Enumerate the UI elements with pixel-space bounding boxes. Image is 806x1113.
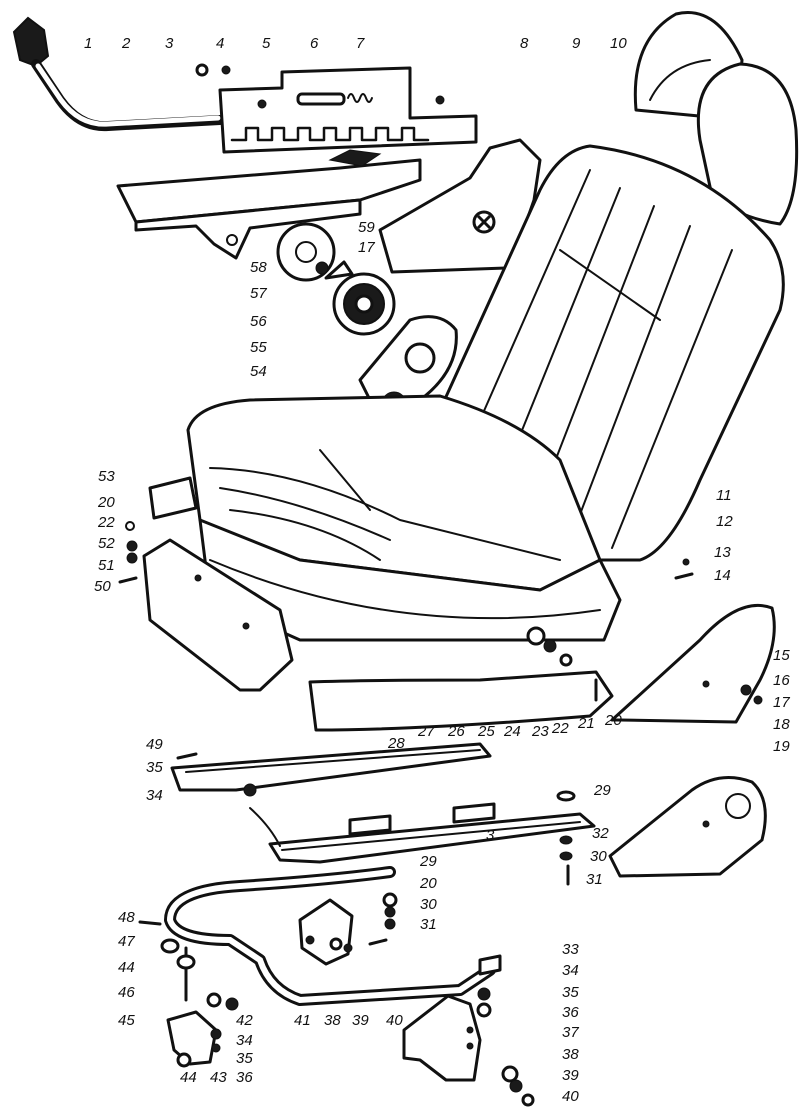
callout-39: 39: [352, 1012, 369, 1029]
callout-15: 15: [773, 647, 790, 664]
callout-38: 38: [562, 1046, 579, 1063]
callout-28: 28: [387, 735, 405, 752]
callout-9: 9: [572, 35, 581, 52]
recliner-mechanism: [276, 222, 458, 422]
ratchet-plate: [195, 63, 478, 154]
callout-42: 42: [236, 1012, 253, 1029]
callout-10: 10: [610, 35, 627, 52]
callout-47: 47: [118, 933, 135, 950]
callout-27: 27: [417, 723, 435, 740]
callout-30: 30: [420, 896, 437, 913]
callout-5: 5: [262, 35, 271, 52]
callout-56: 56: [250, 313, 267, 330]
base-frame: [138, 866, 535, 1107]
callout-17: 17: [358, 239, 375, 256]
callout-38: 38: [324, 1012, 341, 1029]
slide-rails: [170, 742, 596, 886]
callout-40: 40: [562, 1088, 579, 1105]
callout-3: 3: [486, 827, 495, 844]
callout-20: 20: [97, 494, 115, 511]
callout-12: 12: [716, 513, 733, 530]
seat-cushion: [186, 394, 622, 642]
callout-20: 20: [604, 712, 622, 729]
headrest: [633, 11, 799, 226]
callout-32: 32: [592, 825, 609, 842]
callout-46: 46: [118, 984, 135, 1001]
callout-50: 50: [94, 578, 111, 595]
adjustment-lever: [12, 16, 225, 132]
callout-49: 49: [146, 736, 163, 753]
callout-20: 20: [419, 875, 437, 892]
callout-3: 3: [165, 35, 174, 52]
callout-34: 34: [562, 962, 579, 979]
callout-29: 29: [593, 782, 611, 799]
callout-51: 51: [98, 557, 115, 574]
callout-33: 33: [562, 941, 579, 958]
callout-36: 36: [562, 1004, 579, 1021]
callout-34: 34: [236, 1032, 253, 1049]
callout-7: 7: [356, 35, 365, 52]
callout-23: 23: [531, 723, 549, 740]
callout-52: 52: [98, 535, 115, 552]
callout-17: 17: [773, 694, 790, 711]
callout-36: 36: [236, 1069, 253, 1086]
callout-11: 11: [716, 487, 732, 504]
callout-37: 37: [562, 1024, 579, 1041]
callout-24: 24: [503, 723, 521, 740]
callout-59: 59: [358, 219, 375, 236]
callout-40: 40: [386, 1012, 403, 1029]
callout-58: 58: [250, 259, 267, 276]
callout-4: 4: [216, 35, 224, 52]
callout-6: 6: [310, 35, 319, 52]
callout-35: 35: [146, 759, 163, 776]
callout-41: 41: [294, 1012, 311, 1029]
callout-34: 34: [146, 787, 163, 804]
callout-48: 48: [118, 909, 135, 926]
callout-19: 19: [773, 738, 790, 755]
callout-53: 53: [98, 468, 115, 485]
callout-30: 30: [590, 848, 607, 865]
callout-16: 16: [773, 672, 790, 689]
callout-31: 31: [586, 871, 603, 888]
upper-seat-rail: [116, 149, 422, 260]
callout-55: 55: [250, 339, 267, 356]
callout-26: 26: [447, 723, 465, 740]
fasteners: [118, 521, 763, 705]
callout-35: 35: [562, 984, 579, 1001]
callout-25: 25: [477, 723, 495, 740]
callout-2: 2: [121, 35, 131, 52]
callout-45: 45: [118, 1012, 135, 1029]
callout-22: 22: [97, 514, 115, 531]
callout-21: 21: [577, 715, 595, 732]
callout-22: 22: [551, 720, 569, 737]
lower-trim-parts: [142, 476, 776, 878]
callout-54: 54: [250, 363, 267, 380]
callout-18: 18: [773, 716, 790, 733]
callout-31: 31: [420, 916, 437, 933]
callout-13: 13: [714, 544, 731, 561]
callout-57: 57: [250, 285, 267, 302]
callout-39: 39: [562, 1067, 579, 1084]
upper-side-cover: [378, 138, 542, 274]
callout-35: 35: [236, 1050, 253, 1067]
callout-43: 43: [210, 1069, 227, 1086]
callout-29: 29: [419, 853, 437, 870]
callout-44: 44: [118, 959, 135, 976]
callout-1: 1: [84, 35, 92, 52]
callout-14: 14: [714, 567, 731, 584]
callout-44: 44: [180, 1069, 197, 1086]
callout-8: 8: [520, 35, 529, 52]
